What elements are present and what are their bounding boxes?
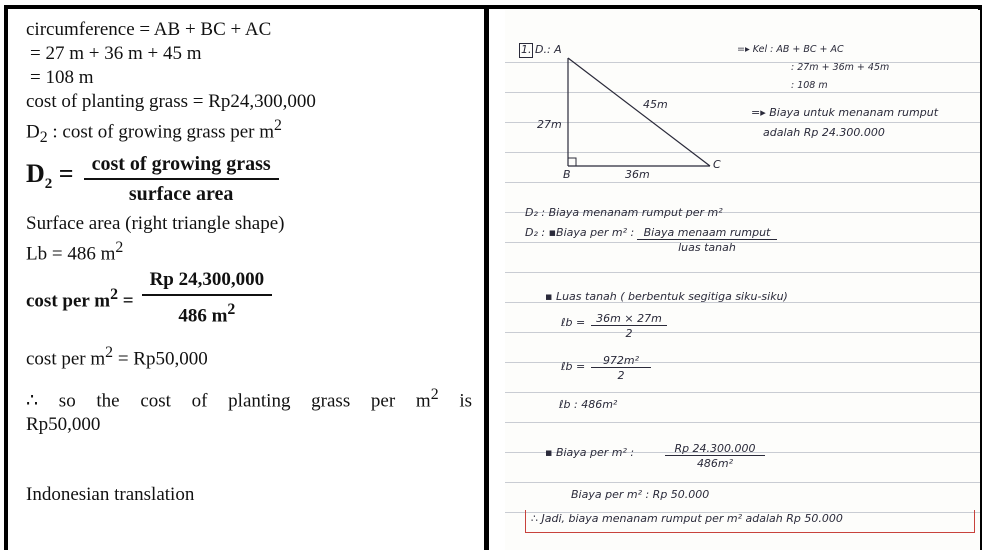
circumference-sum-note: : 27m + 36m + 45m (791, 62, 890, 73)
right-triangle-diagram (567, 57, 711, 167)
cost-per-m2-formula: cost per m2 = Rp 24,300,000 486 m2 (26, 268, 474, 328)
bp2-note: Biaya per m² : Rp 50.000 (571, 488, 710, 501)
d2-formula-fraction: Biaya menaam rumput luas tanah (637, 226, 777, 254)
planting-cost-line: cost of planting grass = Rp24,300,000 (26, 91, 316, 112)
d2-denominator: surface area (128, 183, 234, 206)
conclusion-value: Rp50,000 (26, 414, 101, 436)
lb2-fraction: 972m² 2 (591, 354, 651, 382)
bp1-lhs: ▪ Biaya per m² : (545, 446, 635, 459)
circumference-note: =▸ Kel : AB + BC + AC (737, 44, 844, 55)
cost-numerator: Rp 24,300,000 (141, 268, 273, 297)
conclusion-highlight (525, 510, 975, 533)
d2-formula: D2 = cost of growing grass surface area (26, 152, 474, 206)
surface-area-line: Surface area (right triangle shape) (26, 213, 285, 235)
side-bc-label: 36m (625, 168, 650, 181)
conclusion-line: ∴ so the cost of planting grass per m2 i… (26, 386, 472, 412)
circumference-line: circumference = AB + BC + AC (26, 19, 272, 40)
d2-note: D₂ : Biaya menanam rumput per m² (525, 206, 723, 219)
handwritten-notebook: 1. D.: A 45m 27m 36m B C =▸ Kel : AB + B… (505, 10, 980, 550)
page-frame (4, 5, 982, 550)
question-number-box (519, 43, 533, 58)
lb3-note: ℓb : 486m² (559, 398, 618, 411)
question-number: 1. (521, 43, 532, 56)
d2-definition: D2 : cost of growing grass per m2 (26, 117, 282, 147)
d2-numerator: cost of growing grass (83, 152, 279, 181)
conclusion-note: ∴ Jadi, biaya menanam rumput per m² adal… (531, 512, 843, 525)
cost-denominator: 486 m2 (178, 301, 236, 327)
area-heading-note: ▪ Luas tanah ( berbentuk segitiga siku-s… (545, 290, 788, 303)
translation-caption: Indonesian translation (26, 484, 195, 506)
panel-divider (484, 5, 489, 550)
cost-per-m2-result: cost per m2 = Rp50,000 (26, 343, 208, 370)
vertex-c-label: C (713, 158, 721, 171)
english-solution: circumference = AB + BC + AC = 27 m + 36… (26, 18, 474, 507)
vertex-b-label: B (563, 168, 571, 181)
side-ac-label: 45m (643, 98, 668, 111)
bp1-fraction: Rp 24.300.000 486m² (665, 442, 765, 470)
lb1-fraction: 36m × 27m 2 (591, 312, 667, 340)
lb2-lhs: ℓb = (561, 360, 586, 373)
cost-note-2: adalah Rp 24.300.000 (763, 126, 885, 139)
circumference-result-note: : 108 m (791, 80, 828, 91)
cost-note-1: =▸ Biaya untuk menanam rumput (751, 106, 939, 119)
circumference-result: = 108 m (30, 67, 94, 88)
given-label: D.: A (535, 43, 562, 56)
lb1-lhs: ℓb = (561, 316, 586, 329)
circumference-sum: = 27 m + 36 m + 45 m (30, 43, 202, 64)
side-ab-label: 27m (537, 118, 562, 131)
lb-line: Lb = 486 m2 (26, 239, 124, 265)
d2-formula-lhs: D₂ : ▪Biaya per m² : (525, 226, 635, 239)
